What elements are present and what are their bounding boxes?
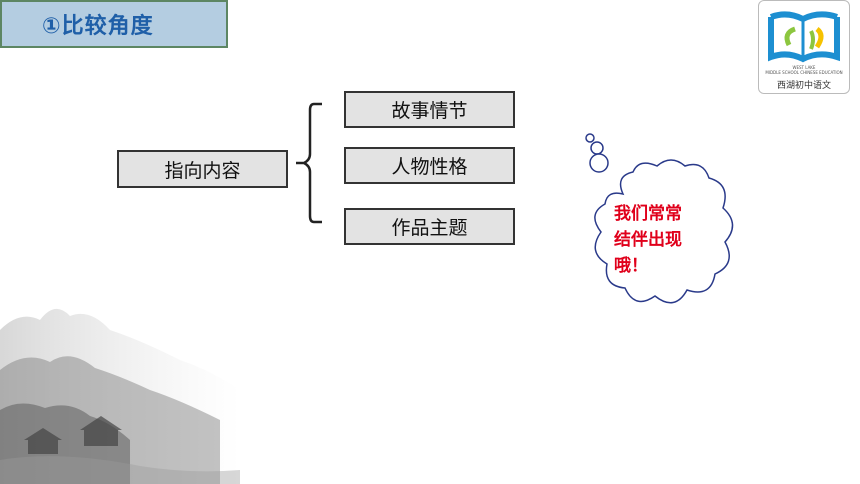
logo-line2: MIDDLE SCHOOL CHINESE EDUCATION <box>765 70 843 75</box>
item-label-plot: 故事情节 <box>391 100 468 122</box>
bubble-line-2: 结伴出现 <box>614 230 682 250</box>
logo-name: 西湖初中语文 <box>776 81 831 91</box>
bubble-line-3: 哦！ <box>614 256 648 276</box>
logo-line1: WEST LAKE <box>792 65 816 70</box>
bubble-line-1: 我们常常 <box>614 204 682 224</box>
main-concept-label: 指向内容 <box>164 159 241 182</box>
bubble-text: 我们常常 结伴出现 哦！ <box>614 201 710 279</box>
item-label-character: 人物性格 <box>391 156 468 178</box>
item-box-character: 人物性格 <box>344 147 515 184</box>
curly-brace-icon <box>296 102 322 224</box>
thought-bubble-icon <box>585 133 734 304</box>
school-logo: WEST LAKE MIDDLE SCHOOL CHINESE EDUCATIO… <box>758 0 850 94</box>
slide-title-box: ①比较角度 <box>0 0 228 48</box>
book-logo-icon <box>768 11 840 63</box>
item-box-theme: 作品主题 <box>344 208 515 245</box>
main-concept-box: 指向内容 <box>117 150 288 188</box>
item-box-plot: 故事情节 <box>344 91 515 128</box>
ink-landscape-decoration <box>0 308 240 484</box>
slide-title: ①比较角度 <box>42 14 154 39</box>
item-label-theme: 作品主题 <box>391 217 468 239</box>
